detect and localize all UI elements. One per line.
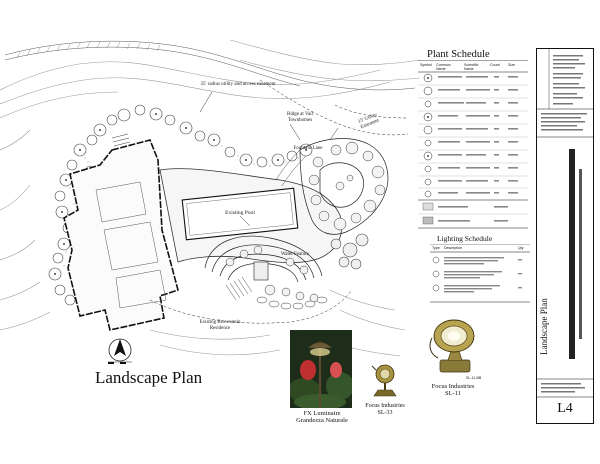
header-symbol: Symbol: [420, 63, 432, 67]
fixture-2-caption: Focus Industries SL-33: [356, 403, 414, 416]
plant-schedule-table: [418, 60, 528, 229]
plant-schedule-title: Plant Schedule: [427, 49, 490, 60]
fx-luminaire-photo: [290, 330, 352, 408]
lighting-schedule-title: Lighting Schedule: [437, 234, 493, 243]
fixture-1-model: Grandezza Naturale: [296, 417, 348, 425]
plant-schedule-header: Symbol Common Name Scientific Name Count…: [420, 62, 528, 72]
site-plan-drawing: [0, 39, 420, 364]
header-common-name: Common Name: [436, 63, 451, 71]
header-size: Size: [508, 63, 515, 67]
residence-label: Existing Brownstein Residence: [199, 320, 241, 331]
fixture-3-caption: Focus Industries SL-11: [418, 383, 488, 397]
header-count: Count: [490, 63, 500, 67]
lighting-schedule-table: [430, 244, 530, 303]
fountain-label: Fountain Lane: [293, 146, 323, 151]
north-arrow-icon: [108, 338, 132, 364]
townhomes-label: Ridge at Vail Townhomes: [286, 112, 313, 123]
title-block-project: Landscape Plan: [539, 298, 549, 355]
fixture-2-model: SL-33: [377, 409, 393, 416]
pool-label: Existing Pool: [225, 210, 255, 216]
sl33-fixture-photo: [368, 360, 402, 400]
sl11-tag: SL-11-BB: [466, 376, 482, 380]
title-block: Landscape Plan L4: [536, 48, 594, 424]
header-type: Type: [432, 245, 440, 250]
plan-title: Landscape Plan: [95, 368, 203, 387]
fixture-3-name: Focus Industries: [431, 383, 475, 390]
header-scientific-name: Scientific Name: [464, 63, 479, 71]
fixture-1-name: FX Luminaire: [303, 410, 341, 417]
lighting-schedule-header: Type Description Qty: [432, 244, 530, 252]
sheet-number: L4: [557, 401, 573, 416]
fixture-3-model: SL-11: [444, 390, 461, 398]
fixture-1-caption: FX Luminaire Grandezza Naturale: [282, 410, 362, 424]
utility-easement-label: 35' radius utility and access easement: [200, 82, 276, 87]
sl11-fixture-photo: [418, 318, 488, 376]
water-feature-label: Water Feature: [280, 252, 310, 257]
fixture-2-name: Focus Industries: [365, 403, 405, 409]
header-qty: Qty: [518, 245, 524, 250]
header-description: Description: [444, 245, 462, 250]
